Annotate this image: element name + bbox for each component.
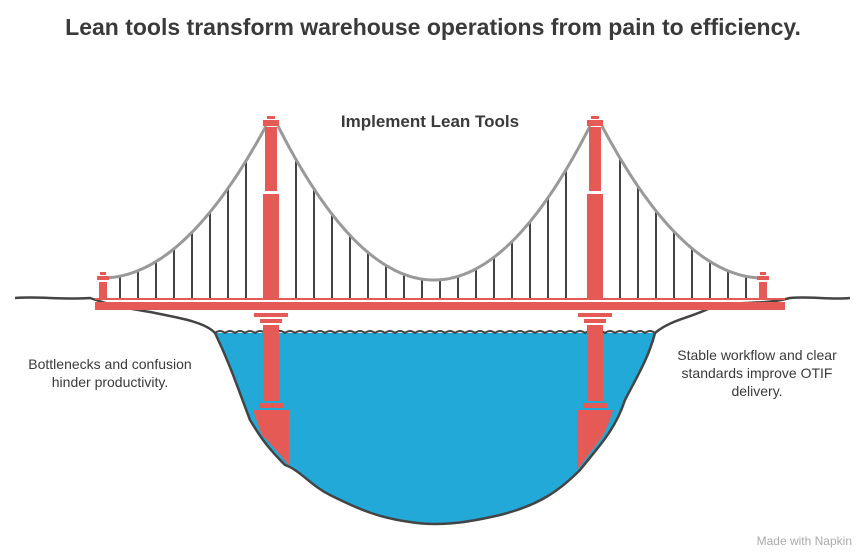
bridge-hangers: [119, 158, 747, 298]
diagram-title: Lean tools transform warehouse operation…: [65, 14, 801, 40]
bridge-deck: [95, 302, 785, 310]
right-tower: [577, 116, 613, 470]
bridge-label: Implement Lean Tools: [340, 112, 520, 131]
water-surface-waves: [214, 330, 656, 335]
water: [215, 333, 655, 525]
right-label: Stable workflow and clear standards impr…: [677, 347, 837, 399]
watermark: Made with Napkin: [756, 534, 852, 548]
main-cable: [102, 125, 763, 282]
left-label: Bottlenecks and confusion hinder product…: [28, 356, 192, 390]
left-tower: [253, 116, 289, 465]
left-end-post: [97, 272, 109, 298]
ground-line: [14, 296, 851, 526]
bridge-structure: [95, 116, 785, 470]
right-end-post: [757, 272, 769, 298]
